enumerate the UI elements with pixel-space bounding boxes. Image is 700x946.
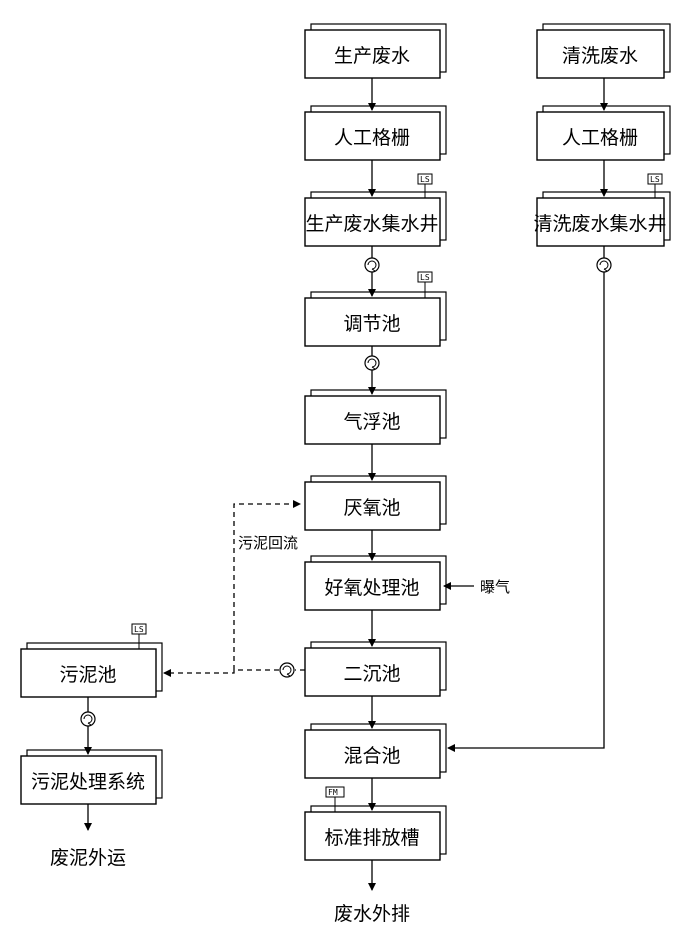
pump-icon	[80, 711, 96, 727]
pump-icon	[279, 662, 295, 678]
box-sludge-system: 污泥处理系统	[20, 749, 163, 805]
box-label: 生产废水	[334, 45, 410, 67]
pump-icon	[364, 257, 380, 273]
box-label: 好氧处理池	[324, 577, 419, 599]
aeration-label: 曝气	[480, 578, 510, 596]
box-label: 二沉池	[343, 663, 400, 685]
box-label: 厌氧池	[343, 497, 400, 519]
box-anoxic: 厌氧池	[304, 475, 447, 531]
level-sensor-tag: LS	[420, 273, 430, 282]
box-prod-sump: 生产废水集水井	[304, 191, 447, 247]
level-sensor-icon: LS	[647, 173, 663, 198]
level-sensor-tag: LS	[134, 625, 144, 634]
box-label: 清洗废水集水井	[533, 213, 666, 235]
box-label: 调节池	[343, 313, 400, 335]
level-sensor-icon: LS	[417, 271, 433, 298]
sludge-out-label: 废泥外运	[50, 847, 126, 869]
level-sensor-tag: LS	[650, 175, 660, 184]
box-mixing: 混合池	[304, 723, 447, 779]
flow-meter-icon: FM	[325, 786, 345, 812]
level-sensor-icon: LS	[131, 623, 147, 649]
sludge-return-label: 污泥回流	[238, 534, 298, 552]
flow-meter-tag: FM	[328, 788, 338, 797]
box-discharge-tank: 标准排放槽	[304, 805, 447, 861]
box-label: 生产废水集水井	[305, 213, 438, 235]
sludge-return-line	[233, 500, 301, 670]
box-label: 气浮池	[343, 411, 400, 433]
water-out-label: 废水外排	[334, 903, 410, 925]
pump-icon	[364, 355, 380, 371]
box-label: 混合池	[343, 745, 400, 767]
box-sludge-tank: 污泥池	[20, 642, 163, 698]
pump-icon	[596, 257, 612, 273]
level-sensor-tag: LS	[420, 175, 430, 184]
box-label: 污泥处理系统	[31, 771, 145, 793]
sludge-to-tank-line	[163, 669, 279, 677]
box-equalization: 调节池	[304, 291, 447, 347]
level-sensor-icon: LS	[417, 173, 433, 198]
box-flotation: 气浮池	[304, 389, 447, 445]
box-label: 人工格栅	[334, 127, 410, 149]
box-label: 污泥池	[59, 664, 116, 686]
box-label: 人工格栅	[562, 127, 638, 149]
clean-to-mixing-line	[447, 272, 605, 752]
box-prod-screen: 人工格栅	[304, 105, 447, 161]
right-flow-lines	[447, 78, 608, 752]
box-label: 标准排放槽	[324, 827, 419, 849]
box-clean-screen: 人工格栅	[536, 105, 671, 161]
box-clean-sump: 清洗废水集水井	[533, 191, 671, 247]
box-prod-wastewater: 生产废水	[304, 23, 447, 79]
box-clean-wastewater: 清洗废水	[536, 23, 671, 79]
box-aerobic: 好氧处理池	[304, 555, 447, 611]
box-clarifier: 二沉池	[304, 641, 447, 697]
box-label: 清洗废水	[562, 45, 638, 67]
